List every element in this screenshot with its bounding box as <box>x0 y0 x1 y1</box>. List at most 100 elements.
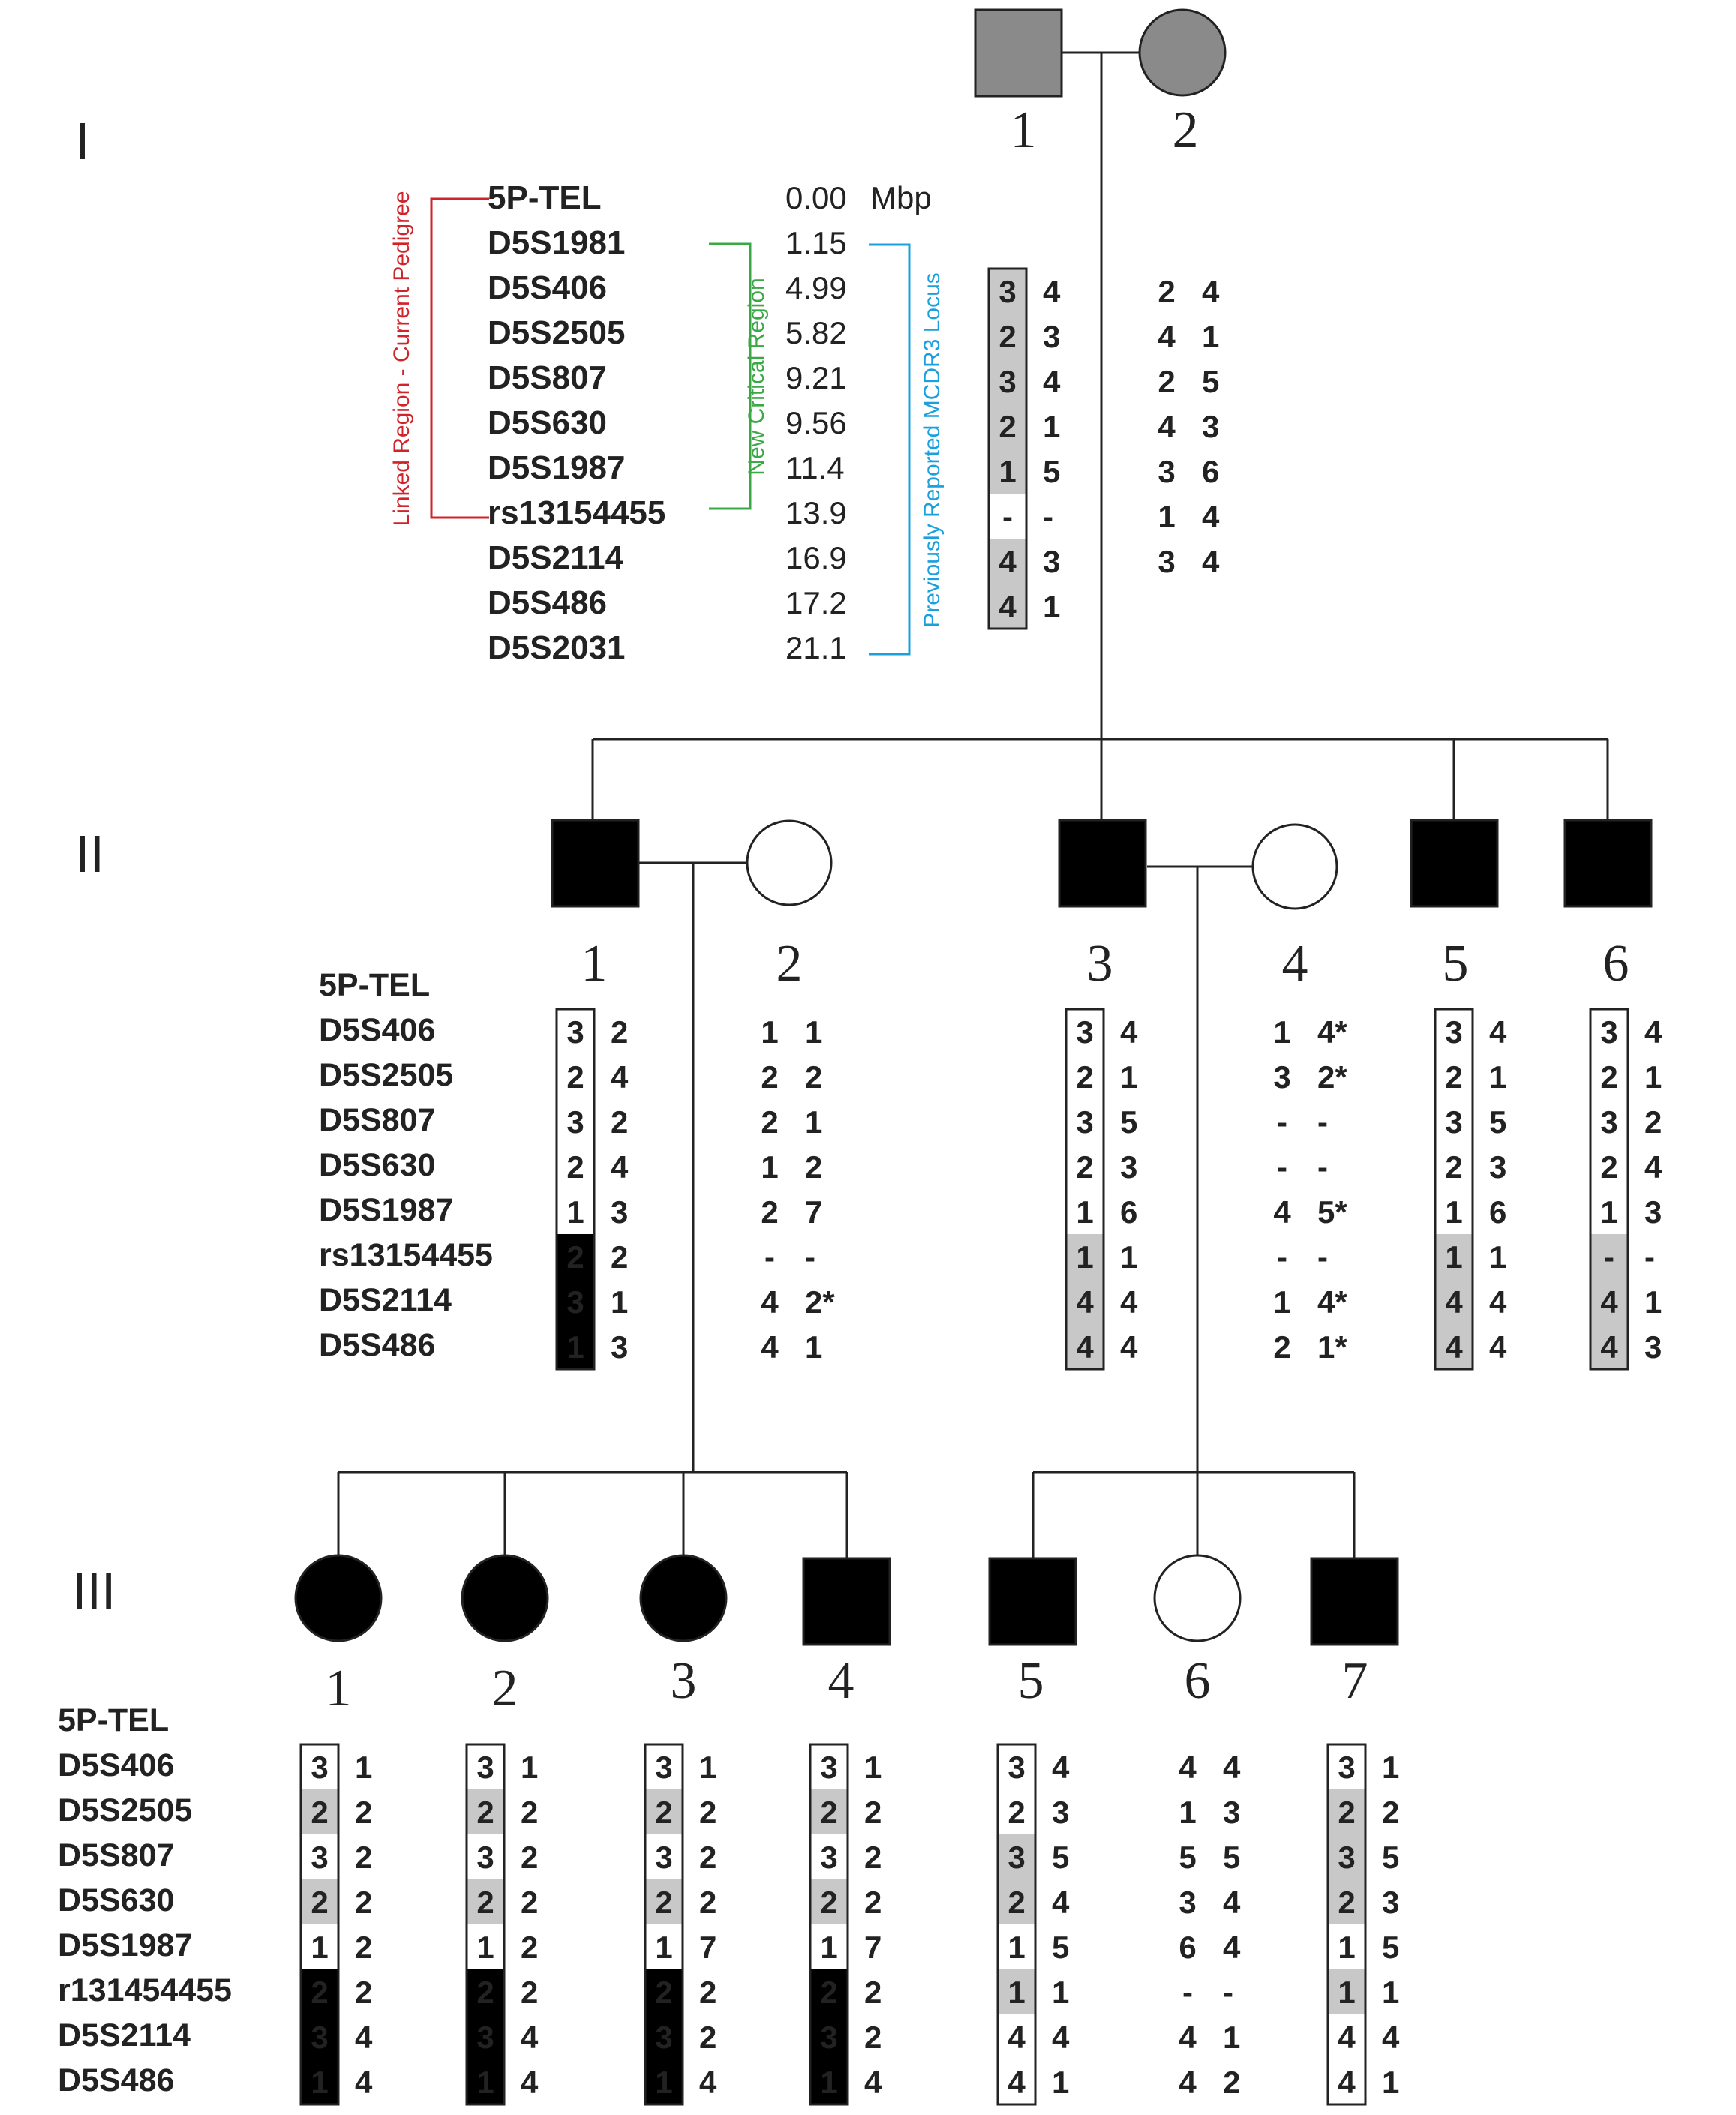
map-position-D5S406: 4.99 <box>785 270 847 305</box>
haplotype-cell <box>557 1234 594 1279</box>
haplotype-cell <box>1328 2014 1365 2059</box>
haplotype-cell <box>1328 1879 1365 1924</box>
haplotype-cell <box>1066 1009 1104 1054</box>
haplotype-cell <box>645 1969 683 2014</box>
individual-II-6-number: 6 <box>1603 935 1629 993</box>
individual-II-3-number: 3 <box>1087 935 1113 993</box>
allele-right: 4 <box>1644 1014 1662 1050</box>
allele-right: 4 <box>1120 1329 1138 1365</box>
allele-left: 3 <box>1008 1750 1025 1785</box>
allele-right: 4 <box>1489 1284 1507 1320</box>
allele-right: 4 <box>1052 1750 1070 1785</box>
haplotype-cell <box>645 1924 683 1969</box>
individual-II-2-symbol <box>746 819 833 906</box>
allele-left: 2 <box>820 1795 837 1830</box>
haplotype-cell <box>301 1879 338 1924</box>
allele-right: 4 <box>1382 2020 1400 2055</box>
allele-right: 1 <box>1382 1975 1399 2010</box>
haplotype-cell <box>467 1879 504 1924</box>
haplotype-cell <box>467 1834 504 1879</box>
allele-right: 4 <box>1223 1885 1241 1920</box>
haplotype-cell <box>1435 1279 1473 1324</box>
allele-right: 3 <box>1644 1194 1662 1230</box>
allele-right: 5 <box>1052 1840 1069 1875</box>
allele-right: - <box>1043 499 1053 534</box>
map-position-D5S630: 9.56 <box>785 405 847 440</box>
map-marker-5P-TEL: 5P-TEL <box>488 179 602 216</box>
map-marker-rs13154455: rs13154455 <box>488 494 665 531</box>
haplotype-box <box>1434 1008 1474 1371</box>
allele-left: 4 <box>1076 1284 1094 1320</box>
allele-left: 2 <box>311 1885 328 1920</box>
allele-left: 4 <box>1273 1194 1291 1230</box>
haplotype-cell <box>1435 1054 1473 1099</box>
generation-label-III: III <box>72 1562 116 1621</box>
haplotype-cell <box>557 1279 594 1324</box>
allele-right: 2 <box>699 2020 716 2055</box>
allele-right: 2 <box>1382 1795 1399 1830</box>
allele-left: 1 <box>1008 1930 1025 1965</box>
allele-right: 3 <box>1120 1149 1137 1185</box>
haplotype-cell <box>301 2014 338 2059</box>
haplotype-box <box>555 1008 596 1371</box>
allele-right: 5 <box>1202 364 1219 399</box>
gen2-marker-rs13154455: rs13154455 <box>319 1237 493 1273</box>
allele-left: 1 <box>311 2065 328 2100</box>
allele-left: 4 <box>1158 409 1176 444</box>
allele-left: 3 <box>999 364 1016 399</box>
allele-left: 1 <box>476 2065 494 2100</box>
haplotype-cell <box>1066 1099 1104 1144</box>
allele-left: 3 <box>1600 1014 1617 1050</box>
allele-left: 2 <box>1273 1329 1290 1365</box>
allele-left: 3 <box>1273 1059 1290 1095</box>
gen3-marker-D5S486: D5S486 <box>58 2062 174 2098</box>
allele-left: 2 <box>566 1239 584 1275</box>
allele-left: 4 <box>1445 1329 1463 1365</box>
individual-I-2-symbol <box>1138 8 1227 97</box>
allele-right: 4 <box>355 2020 373 2055</box>
allele-right: 2 <box>805 1059 822 1095</box>
allele-right: 2 <box>864 1975 882 2010</box>
allele-left: 1 <box>820 1930 837 1965</box>
haplotype-cell <box>645 2059 683 2104</box>
map-position-D5S807: 9.21 <box>785 360 847 395</box>
allele-right: 2 <box>864 2020 882 2055</box>
allele-right: 6 <box>1120 1194 1137 1230</box>
allele-right: 4 <box>611 1149 629 1185</box>
allele-right: 4 <box>1223 1750 1241 1785</box>
allele-right: 1 <box>805 1104 822 1140</box>
allele-right: 2 <box>355 1885 372 1920</box>
allele-right: 4 <box>1120 1014 1138 1050</box>
allele-right: 7 <box>699 1930 716 1965</box>
allele-right: 4 <box>1202 499 1220 534</box>
haplotype-cell <box>810 1924 848 1969</box>
allele-right: 3 <box>1489 1149 1506 1185</box>
allele-right: 1 <box>1223 2020 1240 2055</box>
allele-right: 4 <box>1489 1329 1507 1365</box>
allele-right: 4 <box>1043 274 1061 309</box>
allele-right: 2 <box>699 1840 716 1875</box>
allele-left: 3 <box>1338 1840 1355 1875</box>
allele-left: 2 <box>999 319 1016 354</box>
haplotype-cell <box>1435 1324 1473 1369</box>
allele-right: 2 <box>355 1840 372 1875</box>
allele-right: 2 <box>521 1930 538 1965</box>
map-marker-D5S2505: D5S2505 <box>488 314 625 351</box>
haplotype-cell <box>1066 1234 1104 1279</box>
allele-right: 4 <box>1202 544 1220 579</box>
gen2-marker-5P-TEL: 5P-TEL <box>319 967 430 1003</box>
allele-left: 2 <box>761 1194 778 1230</box>
allele-right: 4 <box>1202 274 1220 309</box>
allele-right: 5* <box>1317 1194 1347 1230</box>
haplotype-cell <box>557 1009 594 1054</box>
allele-right: 2 <box>1223 2065 1240 2100</box>
haplotype-cell <box>467 1924 504 1969</box>
allele-left: 1 <box>761 1014 778 1050</box>
allele-left: 1 <box>820 2065 837 2100</box>
allele-right: 1 <box>1644 1059 1662 1095</box>
allele-right: 4 <box>521 2065 539 2100</box>
mcdr3-bracket <box>869 243 911 656</box>
haplotype-cell <box>1328 1744 1365 1789</box>
